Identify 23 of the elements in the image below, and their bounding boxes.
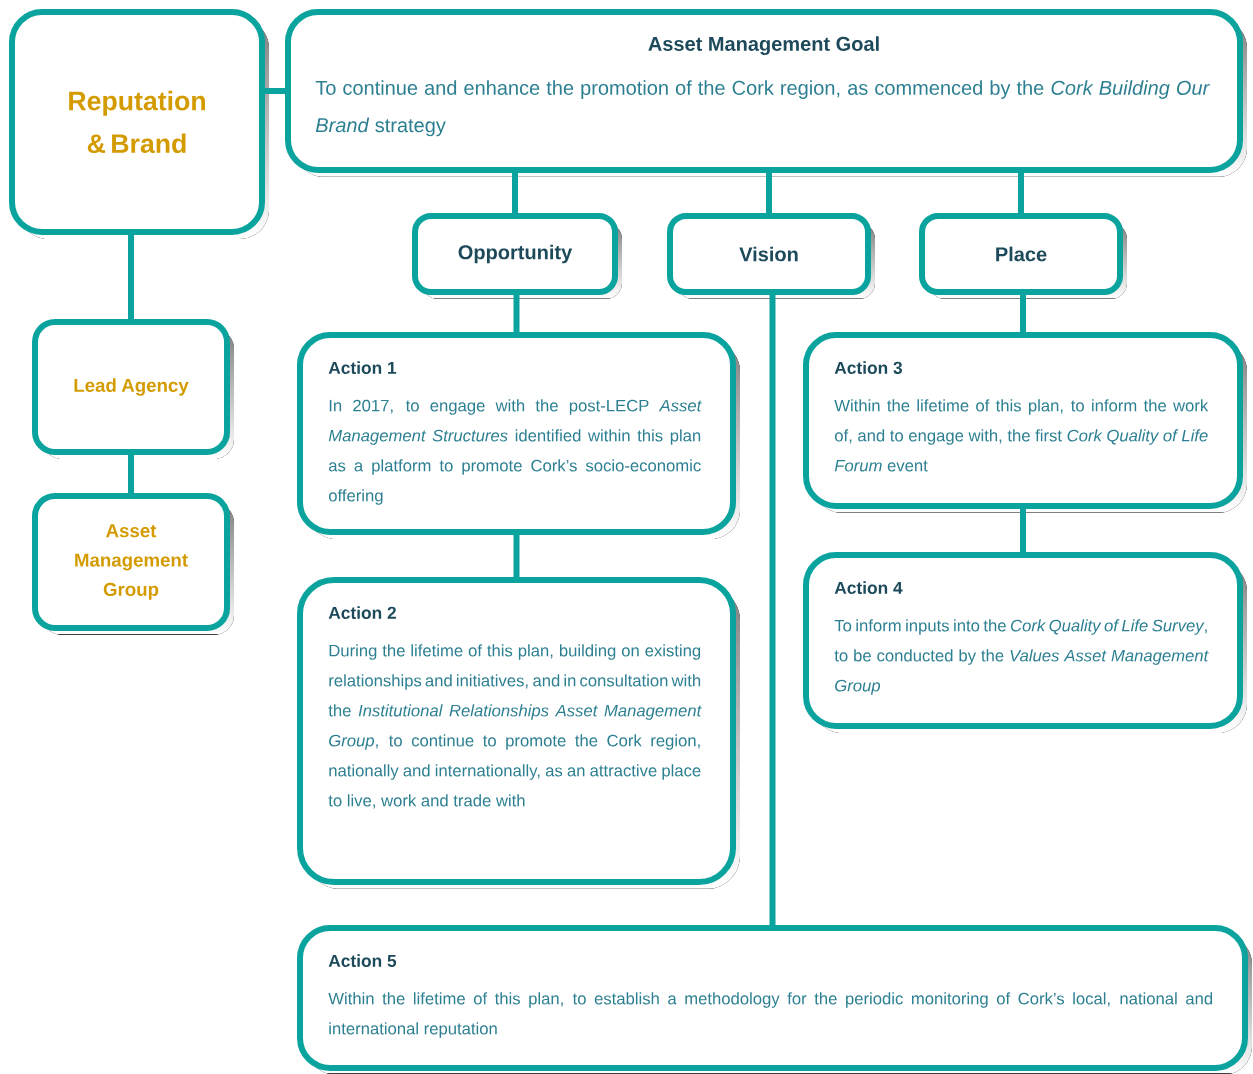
connector-line xyxy=(513,535,520,577)
connector-line xyxy=(513,295,520,332)
role-box: Asset Management Group xyxy=(32,493,234,635)
connector-line xyxy=(766,173,772,213)
connector-line xyxy=(265,88,285,94)
theme-box: Vision xyxy=(667,213,875,299)
connector-line xyxy=(1018,173,1024,213)
action-box: Action 2 During the lifetime of this plan, building on existing relationships and initiatives, and in consultation with the Institutional Relationships Asset Management Group, to continue to promote the Cork region, nationally and internationally, as an attractive place to live, work and trade with xyxy=(297,577,740,889)
action-box: Action 5 Within the lifetime of this plan, to establish a methodology for the periodic monitoring of Cork’s local, national and international reputation xyxy=(297,925,1252,1074)
role-box: Lead Agency xyxy=(32,319,234,459)
theme-box: Place xyxy=(919,213,1127,299)
connector-line xyxy=(512,173,518,213)
action-box: Action 1 In 2017, to engage with the post-LECP Asset Management Structures identified within this plan as a platform to promote Cork’s socio-economic offering xyxy=(297,332,740,539)
connector-line xyxy=(769,295,776,925)
title-box: Reputation & Brand xyxy=(9,9,269,239)
goal-box: Asset Management Goal To continue and enhance the promotion of the Cork region, as commenced by the Cork Building Our Brand strategy xyxy=(285,9,1247,177)
theme-box: Opportunity xyxy=(412,213,622,299)
connector-line xyxy=(1020,295,1026,332)
action-box: Action 4 To inform inputs into the Cork Quality of Life Survey, to be conducted by the Values Asset Management Group xyxy=(803,552,1247,733)
connector-line xyxy=(1020,509,1026,552)
action-box: Action 3 Within the lifetime of this plan, to inform the work of, and to engage with, the first Cork Quality of Life Forum event xyxy=(803,332,1247,513)
connector-line xyxy=(128,235,134,319)
connector-line xyxy=(128,455,134,493)
